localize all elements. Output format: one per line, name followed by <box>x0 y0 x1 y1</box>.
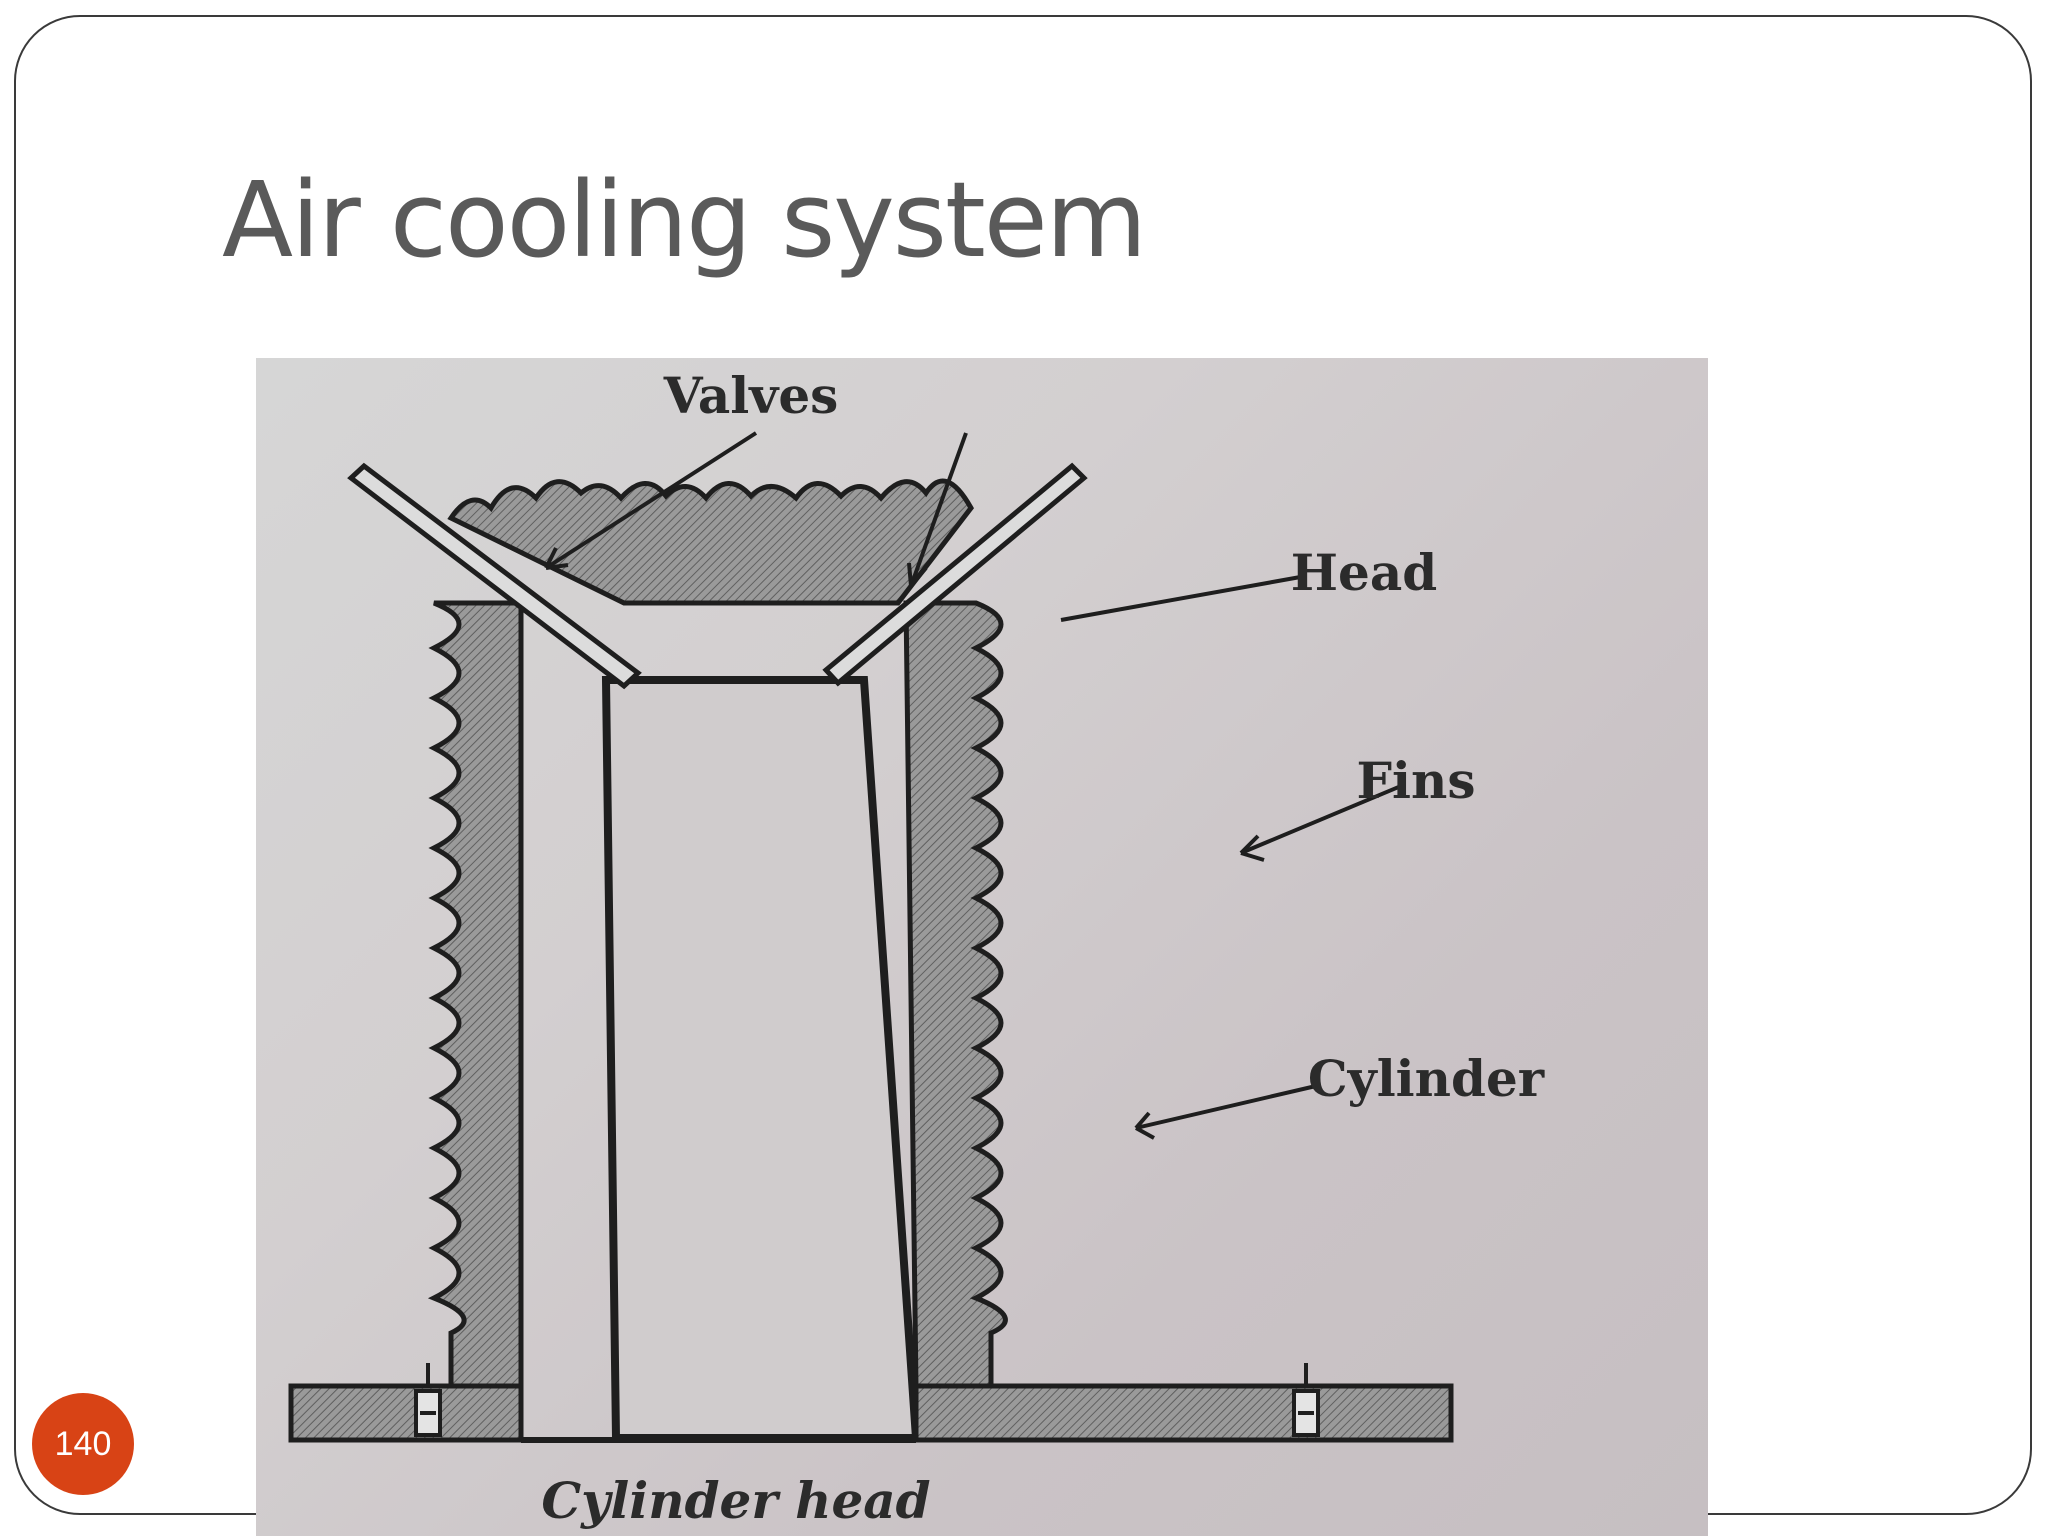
left-valve <box>347 462 642 690</box>
right-bolt <box>1292 1363 1320 1437</box>
right-wall-fins <box>903 600 1008 1391</box>
head-block <box>447 478 974 606</box>
slide-title: Air cooling system <box>222 159 1147 281</box>
left-flange <box>288 1383 524 1443</box>
diagram-caption: Cylinder head <box>541 1471 930 1530</box>
leader-lines <box>544 431 1402 1140</box>
page-number-badge: 140 <box>32 1393 134 1495</box>
cylinder-bore <box>601 676 921 1442</box>
label-fins: Fins <box>1357 751 1476 810</box>
right-valve <box>822 462 1088 687</box>
right-flange <box>913 1383 1454 1443</box>
label-cylinder: Cylinder <box>1308 1049 1545 1108</box>
label-head: Head <box>1291 543 1437 602</box>
diagram-canvas: Valves Head Fins Cylinder Cylinder head <box>288 366 1545 1530</box>
left-bolt <box>414 1363 442 1437</box>
label-valves: Valves <box>663 366 839 425</box>
left-wall-fins <box>427 600 524 1391</box>
air-cooling-diagram: Valves Head Fins Cylinder Cylinder head <box>256 358 1708 1536</box>
